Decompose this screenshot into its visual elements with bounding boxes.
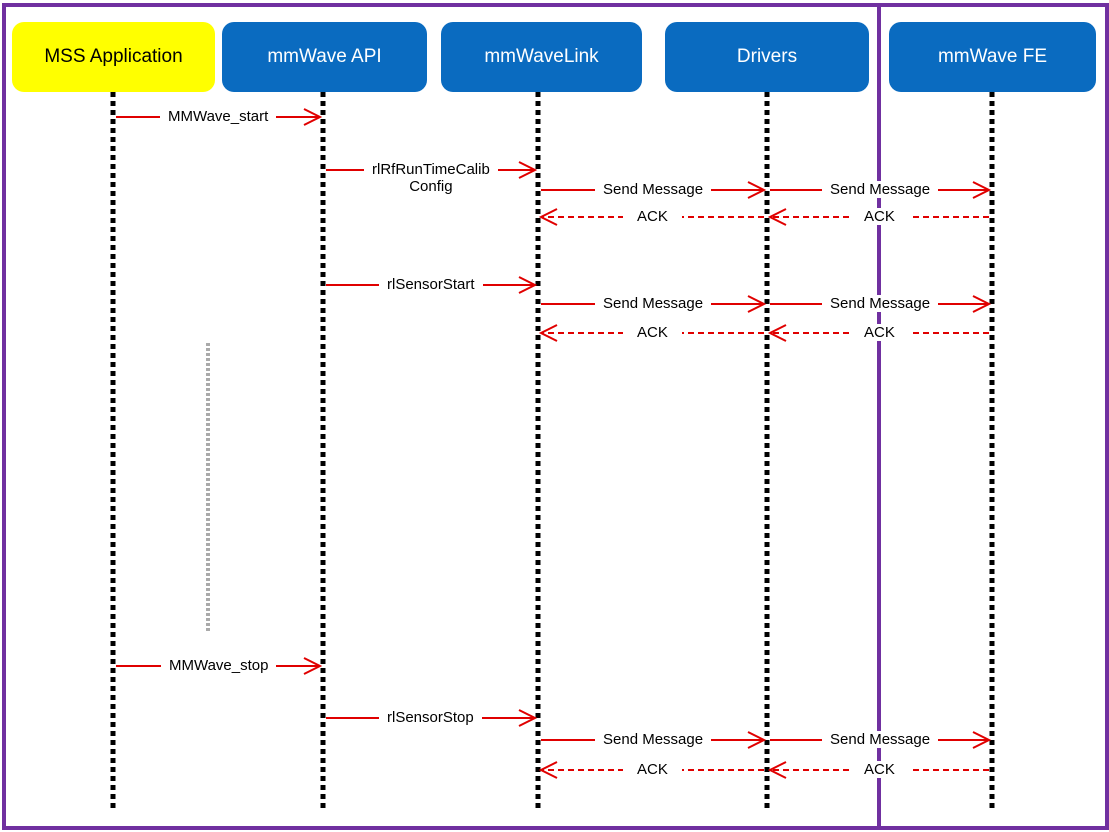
message-label: ACK [850, 324, 909, 341]
arrowhead-3 [972, 181, 992, 199]
arrowhead-10 [767, 324, 787, 342]
lane-header-drivers: Drivers [665, 22, 869, 92]
arrowhead-14 [972, 731, 992, 749]
arrowhead-7 [747, 295, 767, 313]
arrowhead-0 [303, 108, 323, 126]
message-label: ACK [623, 324, 682, 341]
message-label: ACK [623, 208, 682, 225]
message-label: Send Message [822, 295, 939, 312]
lane-header-mmwave-api: mmWave API [222, 22, 427, 92]
message-label: Send Message [595, 295, 712, 312]
arrowhead-2 [747, 181, 767, 199]
message-label: Send Message [822, 181, 939, 198]
arrowhead-11 [303, 657, 323, 675]
arrowhead-4 [538, 208, 558, 226]
arrowhead-1 [518, 161, 538, 179]
lane-header-mmwave-fe: mmWave FE [889, 22, 1096, 92]
message-label: ACK [623, 761, 682, 778]
arrowhead-13 [747, 731, 767, 749]
diagram-frame [2, 3, 1109, 830]
lane-header-mss-application: MSS Application [12, 22, 215, 92]
arrowhead-9 [538, 324, 558, 342]
fe-boundary-divider [877, 3, 881, 830]
message-label: Send Message [595, 731, 712, 748]
message-label: rlSensorStart [379, 276, 483, 293]
message-label: Send Message [595, 181, 712, 198]
arrowhead-6 [518, 276, 538, 294]
arrowhead-8 [972, 295, 992, 313]
message-label: rlSensorStop [379, 709, 482, 726]
arrowhead-16 [767, 761, 787, 779]
lane-header-mmwavelink: mmWaveLink [441, 22, 642, 92]
message-label: Send Message [822, 731, 939, 748]
arrowhead-5 [767, 208, 787, 226]
message-label: MMWave_start [160, 108, 277, 125]
arrowhead-12 [518, 709, 538, 727]
arrowhead-15 [538, 761, 558, 779]
message-label: ACK [850, 761, 909, 778]
message-label: MMWave_stop [161, 657, 277, 674]
message-label: ACK [850, 208, 909, 225]
